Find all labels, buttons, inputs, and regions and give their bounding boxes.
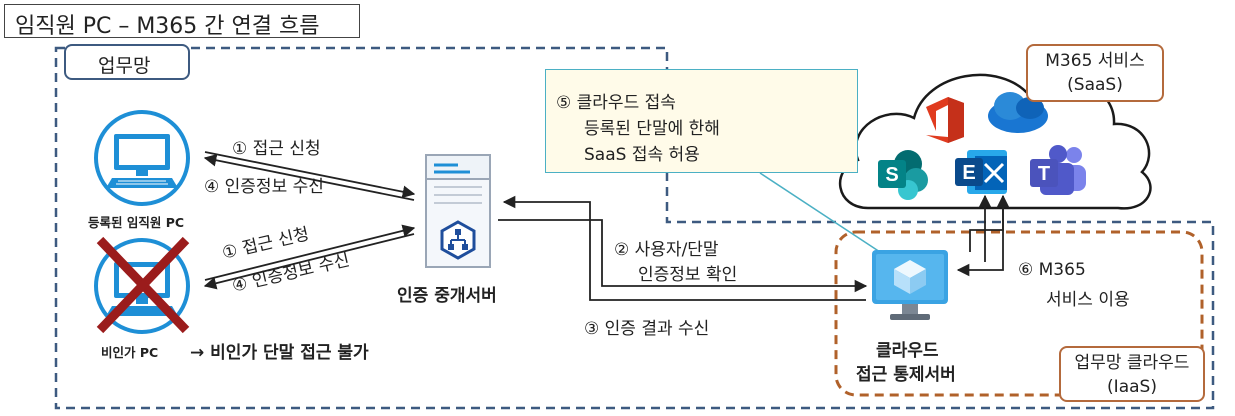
pc2-label: 비인가 PC (101, 345, 159, 360)
office-icon (926, 97, 964, 143)
pc1-request-label: ① 접근 신청 (232, 139, 321, 159)
control-server-line2: 접근 통제서버 (856, 365, 956, 385)
step6-line1: ⑥ M365 (1018, 260, 1086, 280)
svg-text:E: E (962, 162, 975, 184)
step2-line2: 인증정보 확인 (638, 265, 738, 285)
arrow-pc1-receive (203, 154, 415, 201)
onedrive-icon (988, 92, 1048, 133)
diagram-title: 임직원 PC – M365 간 연결 흐름 (15, 14, 320, 39)
network-boundary (54, 46, 1215, 410)
svg-text:T: T (1038, 163, 1050, 185)
teams-icon: T (1030, 145, 1086, 195)
svg-text:S: S (885, 164, 898, 186)
azure-vm-icon (872, 250, 948, 320)
arrow-pc1-request (204, 151, 416, 198)
pc1-receive-label: ④ 인증정보 수신 (204, 177, 324, 197)
arrow-step2 (498, 219, 868, 293)
auth-server-label: 인증 중개서버 (397, 286, 497, 306)
server-icon (425, 154, 491, 268)
network-label-box: 업무망 (64, 44, 190, 80)
m365-saas-box: M365 서비스 (SaaS) (1026, 44, 1164, 102)
arrow-pc2-request (204, 224, 416, 281)
iaas-line2: (IaaS) (1107, 377, 1157, 397)
iaas-region (834, 230, 1204, 397)
step3-label: ③ 인증 결과 수신 (584, 319, 710, 339)
access-denied-text: → 비인가 단말 접근 불가 (190, 343, 369, 363)
network-label: 업무망 (98, 55, 151, 77)
callout-line2: 등록된 단말에 한해 (584, 119, 720, 139)
control-server-line1: 클라우드 (876, 341, 939, 361)
arrow-step3 (502, 195, 866, 301)
m365-line1: M365 서비스 (1045, 51, 1145, 71)
callout-line1: ⑤ 클라우드 접속 (556, 93, 676, 113)
desktop-pc-icon (94, 110, 190, 206)
callout-pointer (759, 172, 881, 253)
diagram-title-box: 임직원 PC – M365 간 연결 흐름 (4, 4, 360, 39)
iaas-line1: 업무망 클라우드 (1074, 353, 1190, 373)
step6-line2: 서비스 이용 (1046, 290, 1130, 310)
arrow-pc2-receive (203, 233, 415, 290)
iaas-box: 업무망 클라우드 (IaaS) (1059, 346, 1205, 402)
arrow-from-m365 (956, 196, 1004, 277)
step2-line1: ② 사용자/단말 (614, 240, 719, 260)
callout-line3: SaaS 접속 허용 (584, 145, 700, 165)
pc1-label: 등록된 임직원 PC (88, 215, 185, 230)
denied-cross-icon (96, 236, 190, 334)
m365-line2: (SaaS) (1067, 75, 1123, 95)
exchange-icon: E (955, 150, 1007, 194)
cloud-access-callout: ⑤ 클라우드 접속 등록된 단말에 한해 SaaS 접속 허용 (545, 69, 858, 173)
network-hub-icon (440, 220, 476, 260)
sharepoint-icon: S (878, 150, 928, 200)
